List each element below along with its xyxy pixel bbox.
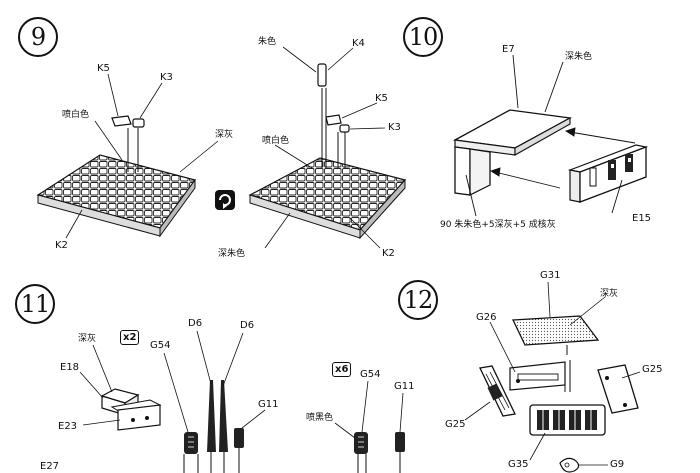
label-e23: E23 bbox=[58, 421, 78, 432]
label-k2-left: K2 bbox=[55, 240, 68, 251]
label-g11-left: G11 bbox=[258, 399, 279, 410]
part-g9 bbox=[559, 457, 580, 473]
parts-g54-g11-right bbox=[354, 432, 405, 473]
keypad-k2-left bbox=[36, 154, 197, 238]
label-d6-left: D6 bbox=[188, 318, 203, 329]
label-dark-gray-g31: 深灰 bbox=[600, 289, 619, 299]
label-e27: E27 bbox=[40, 461, 60, 472]
label-g25-left: G25 bbox=[445, 419, 466, 430]
label-spray-white-right: 喷白色 bbox=[262, 136, 290, 146]
label-g54-right: G54 bbox=[360, 369, 381, 380]
label-color-mix: 90 朱朱色+5深灰+5 成核灰 bbox=[440, 220, 556, 230]
label-e7: E7 bbox=[502, 44, 515, 55]
label-e15: E15 bbox=[632, 213, 652, 224]
label-red-top: 朱色 bbox=[258, 37, 277, 47]
step-number-11: 11 bbox=[15, 284, 55, 324]
parts-g54-d6-g11-left bbox=[183, 380, 244, 473]
rotate-view-icon bbox=[215, 190, 235, 210]
part-g26-bracket bbox=[509, 360, 571, 392]
label-g26: G26 bbox=[476, 312, 497, 323]
label-k3-right: K3 bbox=[388, 122, 401, 133]
part-g35-grille bbox=[529, 404, 606, 436]
part-g31-plate bbox=[511, 315, 600, 355]
label-g11-right: G11 bbox=[394, 381, 415, 392]
label-g9: G9 bbox=[610, 459, 625, 470]
part-e15-panel bbox=[567, 144, 649, 203]
quantity-badge-x6: x6 bbox=[332, 362, 352, 377]
label-g35: G35 bbox=[508, 459, 529, 470]
label-d6-right: D6 bbox=[240, 320, 255, 331]
quantity-badge-x2: x2 bbox=[120, 330, 140, 345]
part-k5-k3-left bbox=[111, 115, 145, 172]
label-g31: G31 bbox=[540, 270, 561, 281]
part-g25-left-panel bbox=[479, 365, 516, 417]
part-k4-k5-k3-right bbox=[317, 63, 350, 168]
label-deep-red-e7: 深朱色 bbox=[565, 52, 593, 62]
label-e18: E18 bbox=[60, 362, 80, 373]
step-number-10: 10 bbox=[403, 17, 443, 57]
label-deep-red-bottom: 深朱色 bbox=[218, 249, 246, 259]
step-number-12: 12 bbox=[398, 280, 438, 320]
label-k5-left: K5 bbox=[97, 63, 110, 74]
arrows-step10 bbox=[465, 54, 636, 217]
label-k5-right: K5 bbox=[375, 93, 388, 104]
leaders-step9-left bbox=[65, 73, 219, 239]
label-g54-left: G54 bbox=[150, 340, 171, 351]
part-g25-right-panel bbox=[597, 364, 639, 414]
label-spray-black: 喷黑色 bbox=[306, 413, 334, 423]
leaders-step11-right bbox=[334, 380, 404, 439]
part-e18-e23-assembly bbox=[100, 388, 162, 431]
label-spray-white-left: 喷白色 bbox=[62, 110, 90, 120]
label-k3-left: K3 bbox=[160, 72, 173, 83]
part-e7-frame bbox=[452, 109, 573, 196]
leaders-step12 bbox=[464, 281, 641, 466]
label-dark-gray-left: 深灰 bbox=[215, 130, 234, 140]
step-number-9: 9 bbox=[18, 17, 58, 57]
leaders-step11-left bbox=[79, 330, 266, 433]
label-g25-right: G25 bbox=[642, 364, 663, 375]
leaders-step9-right bbox=[264, 46, 386, 249]
label-k2-right: K2 bbox=[382, 248, 395, 259]
label-dark-gray-e18: 深灰 bbox=[78, 334, 97, 344]
keypad-k2-right bbox=[248, 157, 407, 240]
label-k4: K4 bbox=[352, 38, 365, 49]
